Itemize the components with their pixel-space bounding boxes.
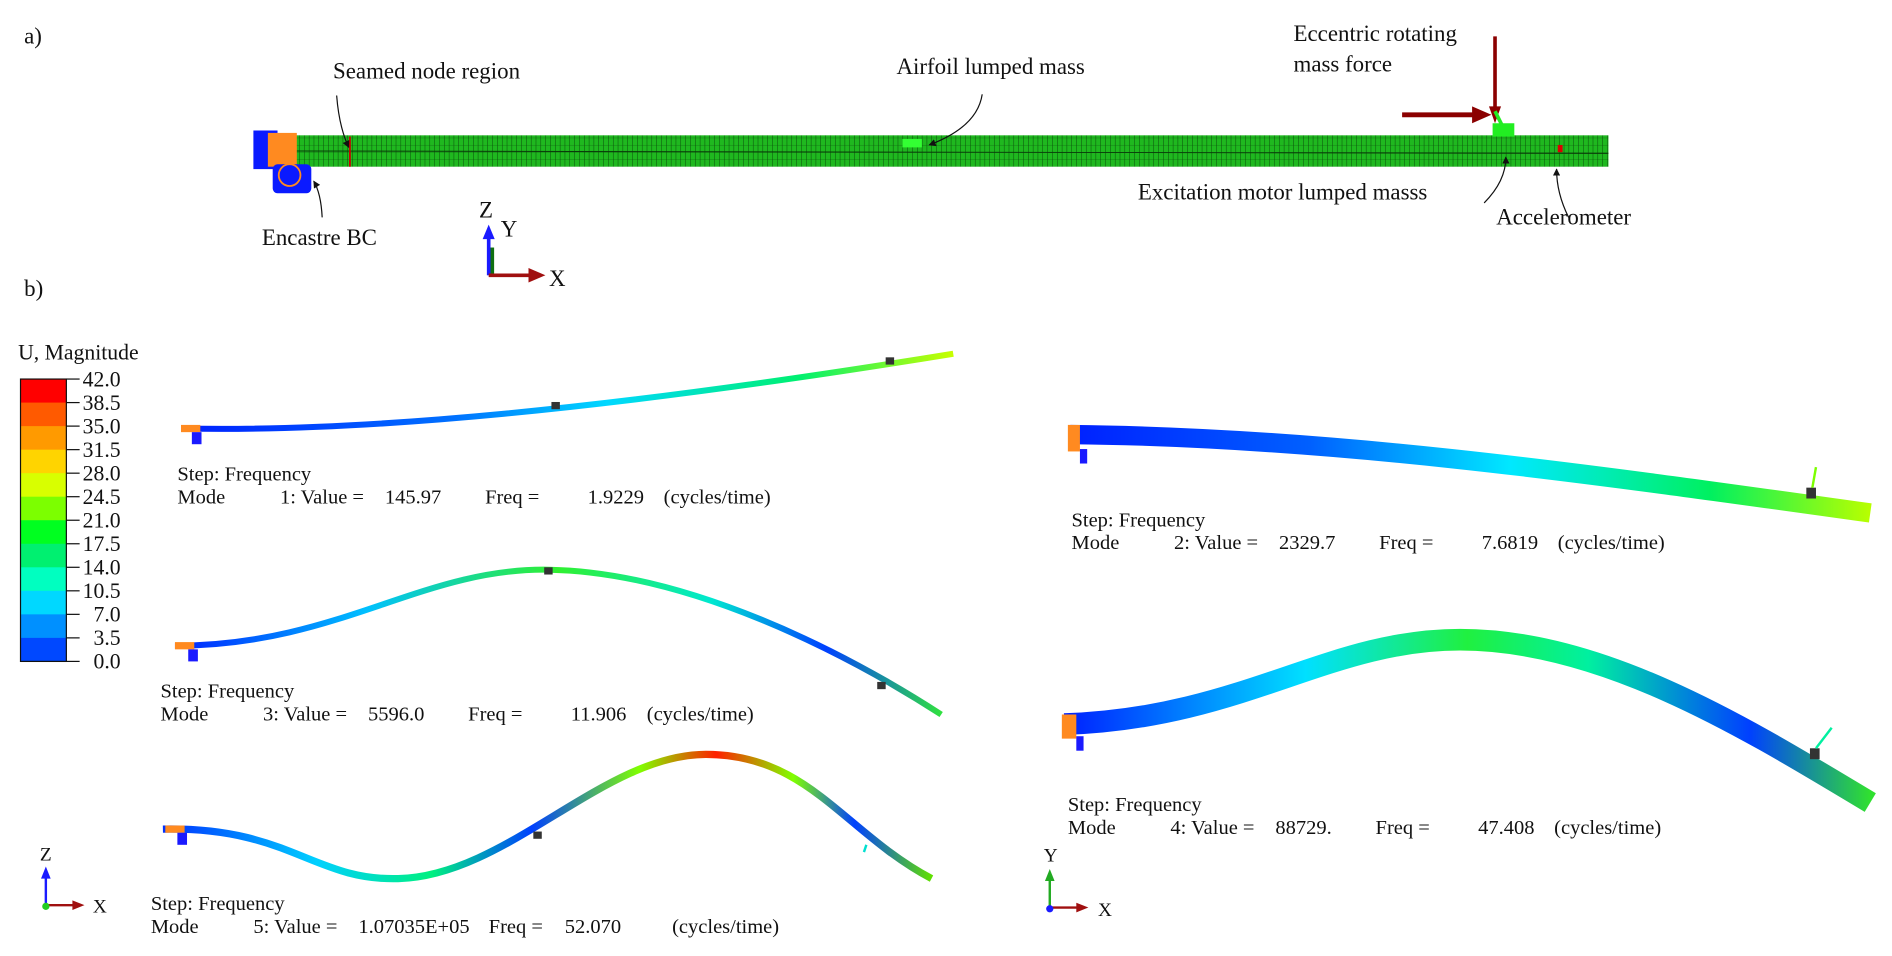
legend-tick-label: 21.0 [83,508,121,532]
mode-mode: Mode [1068,817,1116,839]
legend-swatch [20,614,67,639]
step-label: Step: Frequency [1071,509,1206,531]
annotation-leaders [313,94,1570,218]
legend-swatch [20,496,67,521]
excitation-motor-label: Excitation motor lumped masss [1138,179,1428,204]
mode-1-shape [180,350,954,445]
step-label: Step: Frequency [151,893,286,915]
axis-triad-b-left: Z X [40,845,107,918]
panel-a-label: a) [24,24,42,49]
legend-swatch [20,637,67,663]
step-label: Step: Frequency [1068,794,1203,816]
encastre-label: Encastre BC [262,225,377,250]
mode-num: 1: Value = [280,486,364,508]
mode-freq-label: Freq = [485,486,539,508]
axis-y-label: Y [1044,846,1058,867]
axis-x-label: X [549,266,566,291]
legend-tick-label: 10.5 [83,579,121,603]
axis-y-label: Y [501,217,518,242]
beam-mesh-model [295,123,1609,167]
legend-swatch [20,402,67,427]
mode-unit: (cycles/time) [1558,532,1665,554]
legend-tick-label: 35.0 [83,414,121,438]
mode-unit: (cycles/time) [1554,817,1661,839]
mode-unit: (cycles/time) [672,916,779,938]
axis-triad-b-right: Y X [1044,846,1112,921]
legend-swatch [20,379,67,404]
mode-unit: (cycles/time) [664,486,771,508]
color-legend: U, Magnitude 42.038.535.031.528.024.521.… [18,341,139,674]
panel-b-label: b) [24,276,43,301]
legend-swatch [20,473,67,498]
legend-swatch [20,567,67,592]
accelerometer-marker [1557,144,1563,153]
mode-value: 5596.0 [368,704,424,726]
mode-unit: (cycles/time) [647,704,754,726]
legend-title: U, Magnitude [18,341,139,365]
legend-tick-label: 42.0 [83,367,121,391]
legend-swatch [20,520,67,545]
mode-freq: 52.070 [565,916,621,938]
excitation-motor-mass [1492,123,1515,137]
mode-mode: Mode [177,486,225,508]
mode-value: 2329.7 [1279,532,1335,554]
mode-freq: 1.9229 [588,486,644,508]
mode-mode: Mode [1071,532,1119,554]
mode-freq-label: Freq = [1379,532,1433,554]
mode-mode: Mode [160,704,208,726]
legend-tick-label: 7.0 [94,603,121,627]
mode-num: 5: Value = [253,916,337,938]
mode-2-shape [1067,424,1872,523]
step-label: Step: Frequency [177,463,312,485]
axis-z-label: Z [479,197,493,222]
legend-swatch [20,426,67,451]
legend-swatch [20,543,67,568]
legend-tick-label: 38.5 [83,391,121,415]
mode-5-shape [162,750,934,883]
mode-freq-label: Freq = [489,916,543,938]
mode-value: 1.07035E+05 [358,916,469,938]
mode-freq-label: Freq = [1376,817,1430,839]
legend-tick-label: 24.5 [83,485,121,509]
airfoil-mass [902,138,922,148]
mode-num: 3: Value = [263,704,347,726]
axis-x-label: X [1098,900,1112,921]
legend-tick-label: 14.0 [83,556,121,580]
mode-mode: Mode [151,916,199,938]
legend-swatch [20,590,67,615]
legend-tick-label: 28.0 [83,461,121,485]
accelerometer-label: Accelerometer [1496,205,1631,230]
mode-freq-label: Freq = [468,704,522,726]
axis-z-label: Z [40,845,52,866]
legend-tick-label: 0.0 [94,650,121,674]
mode-4-shape [1061,628,1876,812]
legend-swatch [20,449,67,474]
legend-tick-label: 31.5 [83,438,121,462]
mode-value: 88729. [1275,817,1331,839]
mode-3-shape [174,566,943,718]
axis-x-label: X [93,896,107,917]
axis-triad-a: Z Y X [479,197,566,291]
encastre-support [253,130,312,194]
mode-num: 4: Value = [1170,817,1254,839]
airfoil-mass-label: Airfoil lumped mass [897,54,1085,79]
mode-freq: 47.408 [1478,817,1534,839]
mode-freq: 7.6819 [1482,532,1538,554]
step-label: Step: Frequency [160,681,295,703]
eccentric-force-label-2: mass force [1294,51,1393,76]
legend-tick-label: 17.5 [83,532,121,556]
legend-tick-label: 3.5 [94,626,121,650]
mode-value: 145.97 [385,486,441,508]
mode-num: 2: Value = [1174,532,1258,554]
mode-freq: 11.906 [571,704,627,726]
eccentric-force-label-1: Eccentric rotating [1294,21,1458,46]
seamed-node-label: Seamed node region [333,59,521,84]
force-arrows [1402,36,1504,127]
